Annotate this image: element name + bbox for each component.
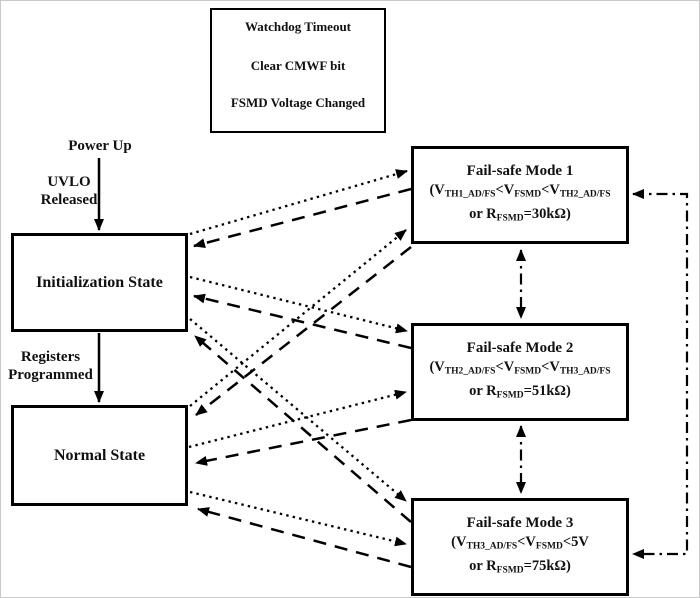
formula-sub: FSMD [514, 189, 542, 200]
fail-safe-mode-1-title: Fail-safe Mode 1 [466, 162, 574, 179]
fail-safe-mode-1-resistor: or RFSMD=30kΩ) [469, 205, 571, 229]
formula-text: =30kΩ) [523, 205, 571, 222]
init-to-mode1-watchdog [189, 169, 408, 236]
formula-text: (V [451, 533, 467, 550]
mode1-mode3-fsmd-rail [632, 189, 689, 559]
normal-state-label: Normal State [53, 446, 146, 464]
formula-text: =51kΩ) [523, 382, 571, 399]
mode1-to-normal-clear-cmwf [195, 246, 412, 416]
mode1-to-init-clear-cmwf [193, 187, 412, 249]
legend-box: Watchdog Timeout Clear CMWF bit FSMD Vol… [210, 8, 386, 133]
power-up-label: Power Up [68, 138, 132, 154]
initialization-state-label: Initialization State [36, 273, 163, 291]
formula-text: or R [469, 382, 497, 399]
formula-text: (V [429, 181, 445, 198]
fail-safe-mode-2-condition: (VTH2_AD/FS<VFSMD<VTH3_AD/FS [429, 358, 610, 382]
fail-safe-mode-2-title: Fail-safe Mode 2 [466, 339, 574, 356]
registers-programmed-line1: Registers [20, 349, 81, 365]
normal-state-box: Normal State [11, 405, 188, 506]
formula-text: <V [495, 358, 515, 375]
formula-sub: FSMD [514, 366, 542, 377]
formula-text: <5V [562, 533, 589, 550]
fail-safe-mode-2-resistor: or RFSMD=51kΩ) [469, 382, 571, 406]
formula-sub: TH2_AD/FS [444, 366, 496, 377]
formula-sub: FSMD [535, 541, 563, 552]
uvlo-released-line2: Released [40, 192, 98, 208]
initialization-state-box: Initialization State [11, 233, 188, 332]
fail-safe-mode-3-condition: (VTH3_AD/FS<VFSMD<5V [451, 533, 589, 557]
fail-safe-mode-1-box: Fail-safe Mode 1 (VTH1_AD/FS<VFSMD<VTH2_… [411, 146, 629, 244]
fail-safe-mode-3-box: Fail-safe Mode 3 (VTH3_AD/FS<VFSMD<5V or… [411, 498, 629, 596]
mode2-to-normal-clear-cmwf [195, 418, 412, 466]
normal-to-mode3-watchdog [189, 490, 407, 547]
formula-sub: TH1_AD/FS [444, 189, 496, 200]
legend-watchdog-timeout-label: Watchdog Timeout [244, 19, 352, 34]
formula-text: (V [429, 358, 445, 375]
mode3-to-normal-clear-cmwf [197, 507, 412, 569]
formula-text: =75kΩ) [523, 557, 571, 574]
formula-sub: FSMD [496, 390, 524, 401]
registers-programmed-label: Registers Programmed [2, 348, 99, 384]
formula-sub: TH3_AD/FS [466, 541, 518, 552]
fail-safe-mode-1-condition: (VTH1_AD/FS<VFSMD<VTH2_AD/FS [429, 181, 610, 205]
formula-text: <V [541, 358, 560, 375]
fail-safe-mode-3-resistor: or RFSMD=75kΩ) [469, 557, 571, 581]
legend-clear-cmwf-label: Clear CMWF bit [250, 58, 346, 73]
normal-to-mode1-watchdog [189, 229, 407, 407]
mode2-to-init-clear-cmwf [193, 293, 412, 350]
formula-text: <V [541, 181, 560, 198]
formula-sub: TH3_AD/FS [559, 366, 611, 377]
fail-safe-mode-2-box: Fail-safe Mode 2 (VTH2_AD/FS<VFSMD<VTH3_… [411, 323, 629, 421]
normal-to-mode2-watchdog [188, 389, 407, 449]
formula-text: <V [495, 181, 515, 198]
fail-safe-mode-3-title: Fail-safe Mode 3 [466, 514, 574, 531]
registers-programmed-line2: Programmed [8, 367, 93, 383]
formula-sub: FSMD [496, 565, 524, 576]
init-to-mode2-watchdog [189, 275, 408, 334]
legend-fsmd-voltage-label: FSMD Voltage Changed [230, 95, 366, 110]
uvlo-released-line1: UVLO [47, 174, 91, 190]
formula-sub: TH2_AD/FS [559, 189, 611, 200]
formula-sub: FSMD [496, 213, 524, 224]
formula-text: or R [469, 557, 497, 574]
mode3-to-init-clear-cmwf [194, 335, 412, 523]
init-to-mode3-watchdog [189, 318, 407, 502]
formula-text: <V [517, 533, 536, 550]
uvlo-released-label: UVLO Released [23, 173, 115, 209]
formula-text: or R [469, 205, 497, 222]
